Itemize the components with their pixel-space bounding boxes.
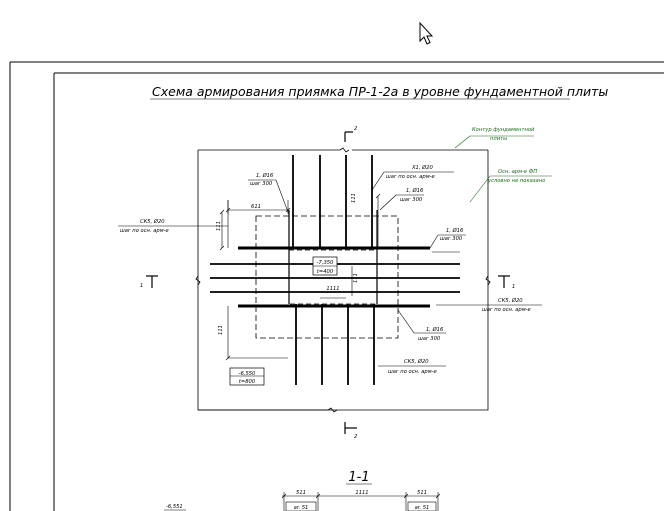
vertical-rebars-upper — [292, 155, 373, 248]
dim-center-height: 111 — [353, 273, 359, 283]
svg-text:шаг 300: шаг 300 — [250, 181, 273, 187]
section-label-left: ar. 51 — [294, 505, 309, 511]
callout-contour: Контур фундаментной плиты — [454, 127, 535, 149]
section-dim-left: 511 — [296, 490, 306, 496]
svg-text:1: 1 — [512, 284, 515, 290]
callout-ck5-left: СК5, Ø20 шаг по осн. арм-е — [118, 218, 228, 234]
svg-text:шаг по осн. арм-е: шаг по осн. арм-е — [482, 307, 531, 313]
section-mark-top: 2 — [344, 126, 357, 142]
callout-ck5-right: СК5, Ø20 шаг по осн. арм-е — [436, 297, 542, 313]
svg-text:Осн. арм-е ФП: Осн. арм-е ФП — [498, 169, 537, 175]
svg-text:шаг по осн. арм-е: шаг по осн. арм-е — [120, 228, 169, 234]
svg-text:1, Ø16: 1, Ø16 — [446, 227, 464, 234]
level-outer-thickness: t=800 — [239, 379, 256, 385]
svg-text:2: 2 — [354, 434, 357, 440]
section-mark-right: 1 — [498, 275, 515, 290]
dimension-lines — [219, 193, 460, 361]
callout-r16-right: 1, Ø16 шаг 300 — [429, 227, 466, 249]
svg-text:шаг по осн. арм-е: шаг по осн. арм-е — [388, 369, 437, 375]
section-label-right: ar. 51 — [415, 505, 430, 511]
svg-text:СК5, Ø20: СК5, Ø20 — [404, 358, 429, 365]
slab-contour — [195, 147, 491, 413]
svg-text:Контур фундаментной: Контур фундаментной — [472, 127, 535, 133]
drawing-title: Схема армирования приямка ПР-1-2а в уров… — [152, 84, 608, 99]
edge-rebars-thick — [238, 246, 430, 308]
svg-text:шаг 300: шаг 300 — [440, 236, 463, 242]
svg-text:условно не показано: условно не показано — [487, 178, 545, 184]
vertical-rebars-middle — [288, 210, 378, 304]
dim-left-lower: 111 — [218, 325, 224, 335]
pit-outline-dashed — [255, 215, 399, 339]
svg-text:1, Ø16: 1, Ø16 — [406, 187, 424, 194]
vertical-rebars-lower — [295, 304, 375, 385]
svg-text:СК5, Ø20: СК5, Ø20 — [140, 218, 165, 225]
level-outer-value: -6,550 — [239, 371, 256, 377]
section-level: -6,551 — [166, 504, 183, 510]
section-mark-left: 1 — [140, 275, 158, 289]
svg-text:X1, Ø20: X1, Ø20 — [411, 164, 434, 171]
callout-r16-top: 1, Ø16 шаг 300 — [248, 172, 289, 213]
level-inner-thickness: t=400 — [317, 269, 334, 275]
callout-main-rebar-note: Осн. арм-е ФП условно не показано — [469, 169, 552, 203]
svg-text:плиты: плиты — [490, 136, 507, 142]
callout-r16-bottom: 1, Ø16 шаг 300 — [397, 309, 446, 342]
section-title: 1-1 — [348, 470, 369, 485]
callout-x1: X1, Ø20 шаг по осн. арм-е — [371, 164, 454, 191]
svg-text:1, Ø16: 1, Ø16 — [256, 172, 274, 179]
sheet-frame — [9, 61, 664, 511]
svg-text:шаг по осн. арм-е: шаг по осн. арм-е — [386, 174, 435, 180]
level-inner-box: -7,350 t=400 — [312, 256, 338, 276]
mouse-cursor-icon — [419, 21, 434, 45]
svg-text:СК5, Ø20: СК5, Ø20 — [498, 297, 523, 304]
section-dim-center: 1111 — [355, 490, 368, 496]
dim-right-upper: 111 — [351, 193, 357, 203]
svg-text:шаг 300: шаг 300 — [418, 336, 441, 342]
callout-ck5-bottom: СК5, Ø20 шаг по осн. арм-е — [378, 358, 446, 375]
dim-top-width: 611 — [251, 204, 261, 210]
level-inner-value: -7,350 — [317, 260, 334, 266]
dim-center-width: 1111 — [326, 286, 339, 292]
callout-r16-mid: 1, Ø16 шаг 300 — [379, 187, 424, 211]
svg-text:1: 1 — [140, 283, 143, 289]
level-outer-box: -6,550 t=800 — [229, 367, 265, 386]
svg-text:2: 2 — [354, 126, 357, 132]
section-mark-bottom: 2 — [344, 422, 357, 440]
section-fragment — [281, 492, 441, 511]
section-dim-right: 511 — [417, 490, 427, 496]
svg-text:шаг 300: шаг 300 — [400, 197, 423, 203]
svg-text:1, Ø16: 1, Ø16 — [426, 326, 444, 333]
